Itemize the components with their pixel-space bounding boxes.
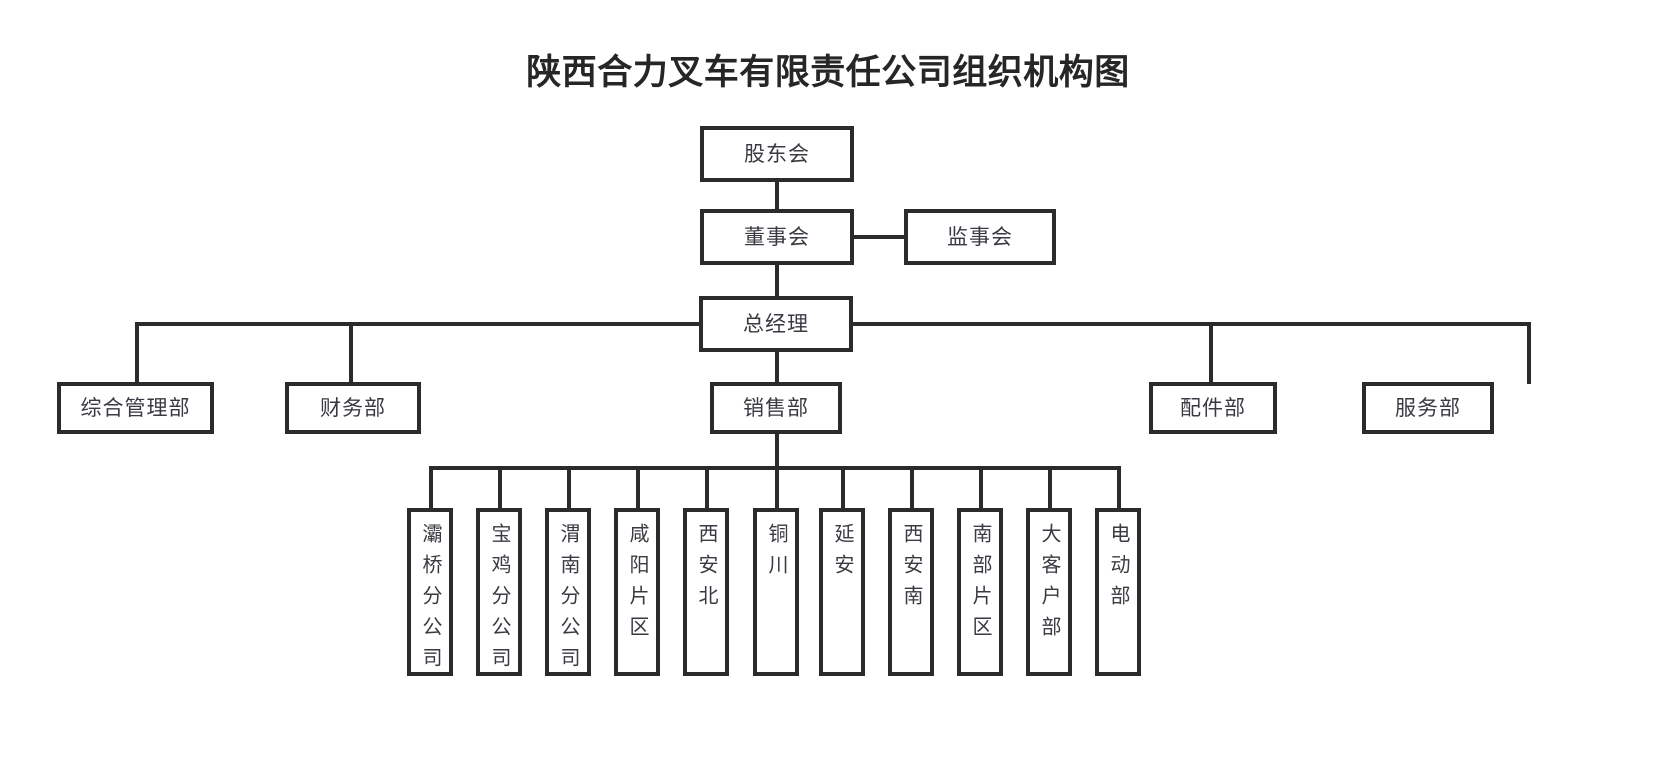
node-xian-south-label: 西安南 xyxy=(900,523,922,616)
node-parts[interactable]: 配件部 xyxy=(1149,382,1277,434)
node-tongchuan-label: 铜川 xyxy=(765,523,787,585)
drop-baoji-branch xyxy=(498,466,502,510)
node-xianyang-area[interactable]: 咸阳片区 xyxy=(614,508,660,676)
node-shareholders[interactable]: 股东会 xyxy=(700,126,854,182)
drop-key-accounts xyxy=(1048,466,1052,510)
node-sales[interactable]: 销售部 xyxy=(710,382,842,434)
node-south-area-label: 南部片区 xyxy=(969,523,991,647)
drop-yanan xyxy=(841,466,845,510)
drop-xian-north xyxy=(705,466,709,510)
connector-board-to-gm xyxy=(775,263,779,297)
drop-xianyang-area xyxy=(636,466,640,510)
node-baqiao-branch-label: 灞桥分公司 xyxy=(419,523,441,678)
node-sales-label: 销售部 xyxy=(743,395,809,420)
drop-finance xyxy=(349,322,353,384)
node-electric[interactable]: 电动部 xyxy=(1095,508,1141,676)
drop-general-admin xyxy=(135,322,139,384)
node-baoji-branch[interactable]: 宝鸡分公司 xyxy=(476,508,522,678)
drop-xian-south xyxy=(910,466,914,510)
drop-sales xyxy=(775,350,779,384)
node-south-area[interactable]: 南部片区 xyxy=(957,508,1003,676)
node-xian-north[interactable]: 西安北 xyxy=(683,508,729,676)
node-xian-south[interactable]: 西安南 xyxy=(888,508,934,676)
node-board[interactable]: 董事会 xyxy=(700,209,854,265)
node-key-accounts-label: 大客户部 xyxy=(1038,523,1060,647)
drop-tongchuan xyxy=(775,466,779,510)
node-tongchuan[interactable]: 铜川 xyxy=(753,508,799,676)
drop-parts xyxy=(1209,322,1213,384)
drop-electric xyxy=(1117,466,1121,510)
drop-south-area xyxy=(979,466,983,510)
node-xian-north-label: 西安北 xyxy=(695,523,717,616)
node-weinan-branch[interactable]: 渭南分公司 xyxy=(545,508,591,678)
node-general-admin[interactable]: 综合管理部 xyxy=(57,382,214,434)
node-yanan-label: 延安 xyxy=(831,523,853,585)
connector-board-to-supervisors xyxy=(852,235,906,239)
node-general-manager-label: 总经理 xyxy=(743,311,809,336)
node-xianyang-area-label: 咸阳片区 xyxy=(626,523,648,647)
node-finance-label: 财务部 xyxy=(320,395,386,420)
node-baqiao-branch[interactable]: 灞桥分公司 xyxy=(407,508,453,678)
node-baoji-branch-label: 宝鸡分公司 xyxy=(488,523,510,678)
sales-bus-line xyxy=(429,466,1118,470)
node-service[interactable]: 服务部 xyxy=(1362,382,1494,434)
node-supervisors[interactable]: 监事会 xyxy=(904,209,1056,265)
node-parts-label: 配件部 xyxy=(1180,395,1246,420)
connector-shareholders-to-board xyxy=(775,180,779,210)
page-title: 陕西合力叉车有限责任公司组织机构图 xyxy=(526,53,1130,92)
node-general-admin-label: 综合管理部 xyxy=(80,395,191,420)
node-shareholders-label: 股东会 xyxy=(744,141,810,166)
node-electric-label: 电动部 xyxy=(1107,523,1129,616)
node-general-manager[interactable]: 总经理 xyxy=(699,296,853,352)
node-finance[interactable]: 财务部 xyxy=(285,382,421,434)
node-board-label: 董事会 xyxy=(744,224,810,249)
node-key-accounts[interactable]: 大客户部 xyxy=(1026,508,1072,676)
node-yanan[interactable]: 延安 xyxy=(819,508,865,676)
drop-baqiao-branch xyxy=(429,466,433,510)
drop-weinan-branch xyxy=(567,466,571,510)
node-service-label: 服务部 xyxy=(1395,395,1461,420)
drop-service xyxy=(1527,322,1531,384)
node-weinan-branch-label: 渭南分公司 xyxy=(557,523,579,678)
connector-sales-to-bus xyxy=(775,432,779,468)
node-supervisors-label: 监事会 xyxy=(947,224,1013,249)
